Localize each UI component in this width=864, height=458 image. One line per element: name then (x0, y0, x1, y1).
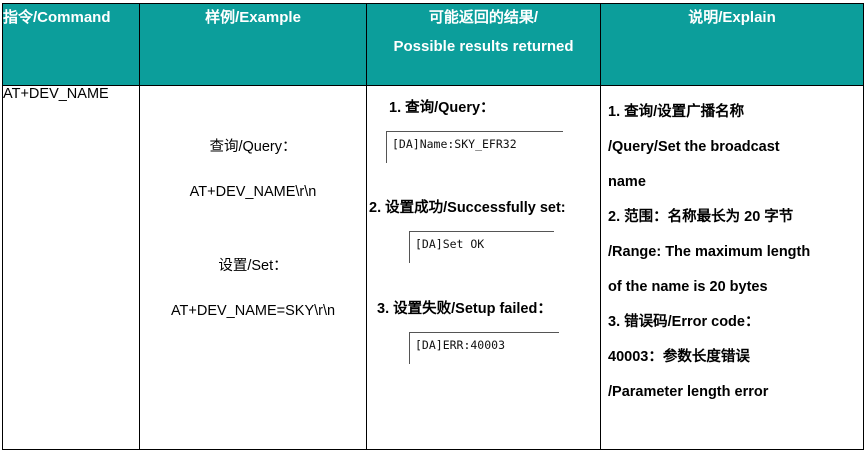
explain-line: 40003：参数长度错误 (608, 349, 750, 365)
spacer (367, 163, 600, 196)
explain-line: 2. 范围：名称最长为 20 字节 (608, 209, 794, 225)
explain-line: /Query/Set the broadcast (608, 139, 780, 155)
spacer (140, 274, 366, 304)
column-header-explain: 说明/Explain (600, 3, 864, 86)
explain-line: /Parameter length error (608, 384, 769, 400)
at-command-table-container: 指令/Command 样例/Example 可能返回的结果/ Possible … (0, 3, 864, 458)
column-header-results-line2: Possible results returned (393, 37, 574, 55)
example-query-command: AT+DEV_NAME\r\n (189, 183, 317, 200)
result-item-2-label: 2. 设置成功/Successfully set: (369, 200, 566, 216)
result-item-1-label: 1. 查询/Query： (389, 100, 495, 116)
column-header-explain-text: 说明/Explain (688, 9, 776, 26)
column-header-results: 可能返回的结果/ Possible results returned (366, 3, 601, 86)
results-block: 1. 查询/Query： [DA]Name:SKY_EFR32 2. 设置成功/… (367, 86, 600, 364)
result-output-box-3: [DA]ERR:40003 (409, 332, 559, 364)
example-block: 查询/Query： AT+DEV_NAME\r\n 设置/Set： AT+DEV… (140, 86, 366, 318)
command-name: AT+DEV_NAME (3, 86, 109, 102)
explain-line: of the name is 20 bytes (608, 279, 768, 295)
at-command-table: 指令/Command 样例/Example 可能返回的结果/ Possible … (2, 3, 864, 450)
table-row: AT+DEV_NAME 查询/Query： AT+DEV_NAME\r\n 设置… (2, 85, 864, 450)
explain-line: 3. 错误码/Error code： (608, 314, 760, 330)
example-query-label: 查询/Query： (209, 139, 297, 155)
result-output-box-2: [DA]Set OK (409, 231, 554, 263)
result-output-3-text: [DA]ERR:40003 (415, 338, 506, 352)
explain-line: 1. 查询/设置广播名称 (608, 104, 745, 120)
column-header-command-text: 指令/Command (3, 9, 111, 26)
header-row: 指令/Command 样例/Example 可能返回的结果/ Possible … (2, 3, 864, 86)
column-header-example: 样例/Example (139, 3, 367, 86)
spacer (140, 199, 366, 259)
column-header-example-text: 样例/Example (205, 9, 301, 26)
spacer (367, 263, 600, 297)
result-output-1-text: [DA]Name:SKY_EFR32 (392, 137, 517, 151)
cell-command: AT+DEV_NAME (2, 85, 140, 450)
example-set-command: AT+DEV_NAME=SKY\r\n (170, 302, 336, 319)
explain-block: 1. 查询/设置广播名称 /Query/Set the broadcast na… (601, 86, 863, 410)
column-header-command: 指令/Command (2, 3, 140, 86)
column-header-results-line1: 可能返回的结果/ (428, 9, 539, 26)
example-set-label: 设置/Set： (218, 258, 288, 274)
explain-line: /Range: The maximum length (608, 244, 811, 260)
result-output-2-text: [DA]Set OK (415, 237, 485, 251)
cell-results: 1. 查询/Query： [DA]Name:SKY_EFR32 2. 设置成功/… (366, 85, 601, 450)
explain-line: name (608, 174, 646, 190)
table-header: 指令/Command 样例/Example 可能返回的结果/ Possible … (2, 3, 864, 86)
cell-example: 查询/Query： AT+DEV_NAME\r\n 设置/Set： AT+DEV… (139, 85, 367, 450)
result-item-3-label: 3. 设置失败/Setup failed： (377, 301, 552, 317)
spacer (140, 155, 366, 185)
result-output-box-1: [DA]Name:SKY_EFR32 (386, 131, 563, 163)
table-body: AT+DEV_NAME 查询/Query： AT+DEV_NAME\r\n 设置… (2, 85, 864, 450)
cell-explain: 1. 查询/设置广播名称 /Query/Set the broadcast na… (600, 85, 864, 450)
